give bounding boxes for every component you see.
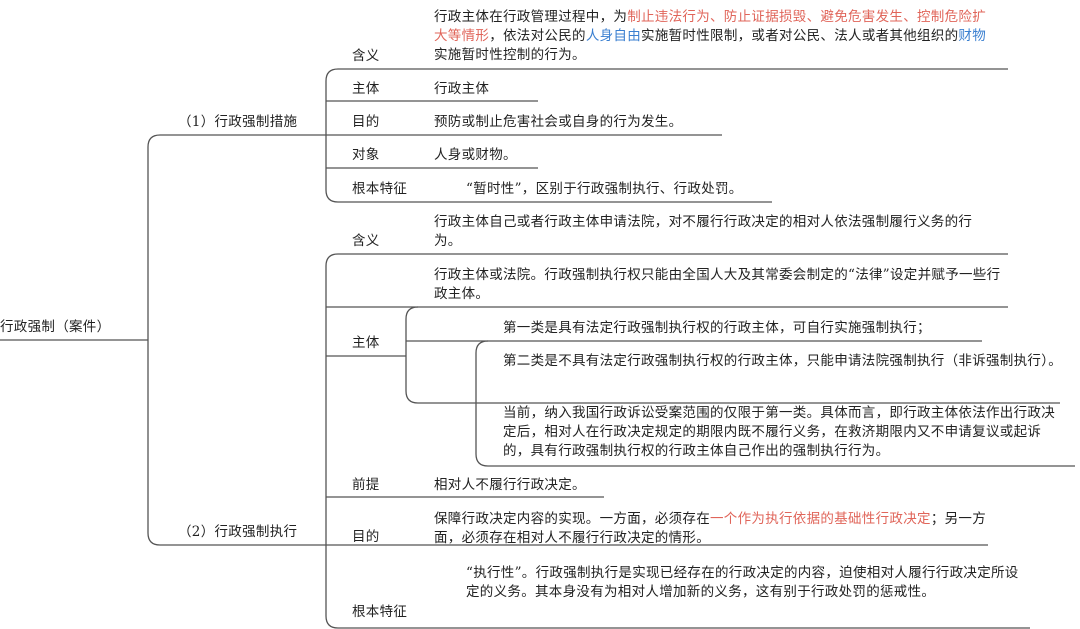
- b2-feature-text: “执行性”。行政强制执行是实现已经存在的行政决定的内容，迫使相对人履行行政决定所…: [466, 565, 1019, 600]
- b2-purpose-label[interactable]: 目的: [352, 529, 380, 545]
- b1-meaning-label[interactable]: 含义: [352, 48, 380, 64]
- branch-enforcement-measures[interactable]: （1）行政强制措施: [178, 114, 298, 130]
- b2-purpose-text: 保障行政决定内容的实现。一方面，必须存在一个作为执行依据的基础性行政决定；另一方…: [434, 511, 987, 546]
- b1-meaning-text: 行政主体在行政管理过程中，为制止违法行为、防止证据损毁、避免危害发生、控制危险扩…: [434, 9, 987, 63]
- b1-object-label[interactable]: 对象: [352, 147, 380, 163]
- b2-subject-label[interactable]: 主体: [352, 335, 380, 351]
- b1-subject-text: 行政主体: [434, 81, 490, 97]
- b2-feature-label[interactable]: 根本特征: [352, 604, 408, 620]
- b2-subject-sub3: 当前，纳入我国行政诉讼受案范围的仅限于第一类。具体而言，即行政主体依法作出行政决…: [503, 405, 1055, 459]
- b2-subject-sub2: 第二类是不具有法定行政强制执行权的行政主体，只能申请法院强制执行（非诉强制执行）…: [503, 353, 1063, 369]
- b1-object-text: 人身或财物。: [434, 147, 517, 163]
- b2-subject-text: 行政主体或法院。行政强制执行权只能由全国人大及其常委会制定的“法律”设定并赋予一…: [434, 267, 1001, 302]
- b2-premise-label[interactable]: 前提: [352, 477, 380, 493]
- b2-meaning-label[interactable]: 含义: [352, 233, 380, 249]
- b1-subject-label[interactable]: 主体: [352, 81, 380, 97]
- b1-feature-label[interactable]: 根本特征: [352, 181, 408, 197]
- b2-meaning-text: 行政主体自己或者行政主体申请法院，对不履行行政决定的相对人依法强制履行义务的行为…: [434, 214, 973, 249]
- b1-purpose-text: 预防或制止危害社会或自身的行为发生。: [434, 114, 683, 130]
- branch-enforcement-execution[interactable]: （2）行政强制执行: [178, 524, 298, 540]
- b1-purpose-label[interactable]: 目的: [352, 114, 380, 130]
- root-node[interactable]: 行政强制（案件）: [0, 319, 111, 335]
- b2-premise-text: 相对人不履行行政决定。: [434, 477, 586, 493]
- b1-feature-text: “暂时性”，区别于行政强制执行、行政处罚。: [466, 181, 743, 197]
- b2-subject-sub1: 第一类是具有法定行政强制执行权的行政主体，可自行实施强制执行；: [503, 320, 931, 336]
